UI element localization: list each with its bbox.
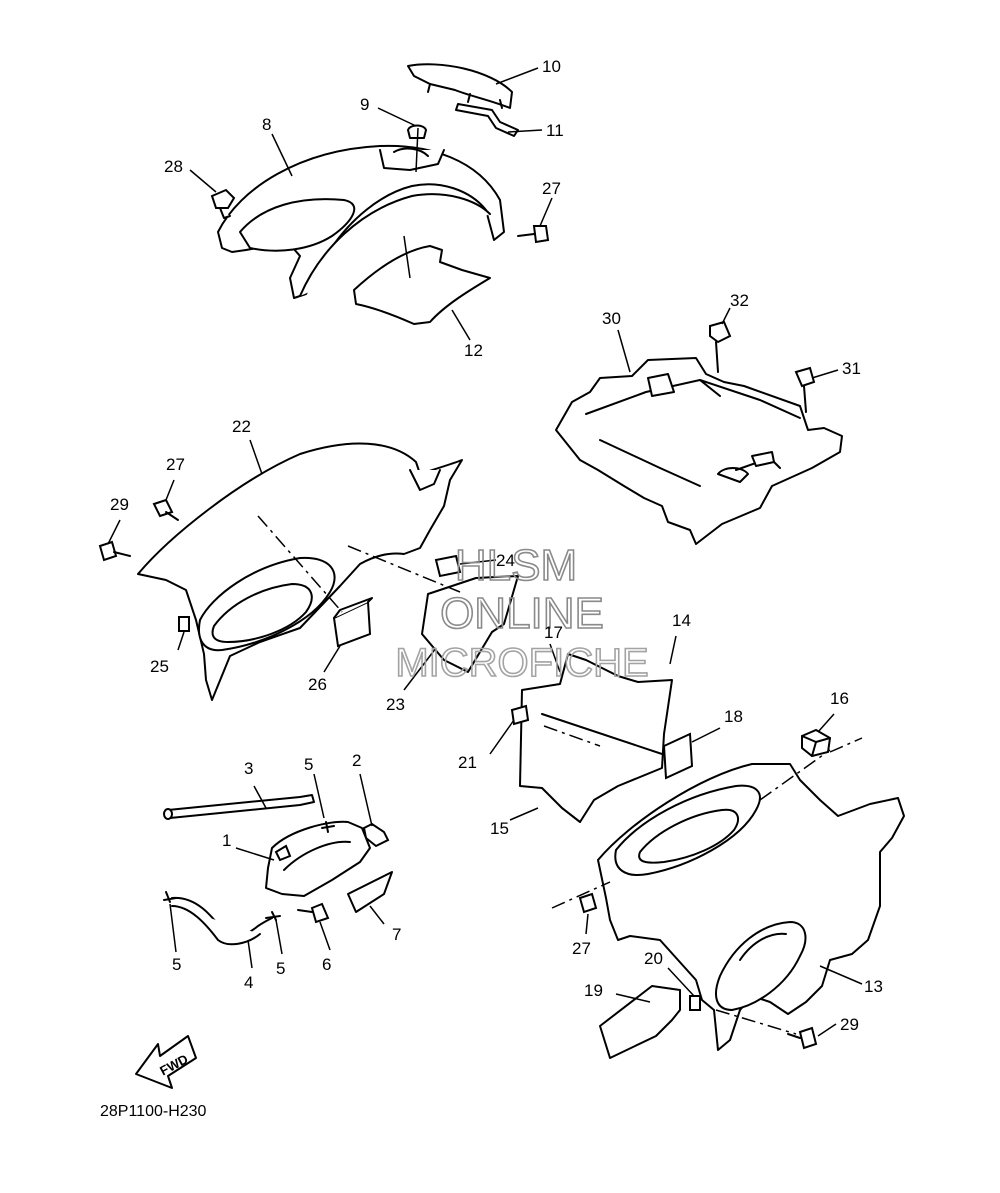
callout-30: 30	[602, 309, 621, 328]
callout-19: 19	[584, 981, 603, 1000]
callout-28: 28	[164, 157, 183, 176]
part-29-bolt-low	[787, 1026, 818, 1050]
watermark-line-2: ONLINE	[440, 589, 604, 638]
part-17-strip	[541, 713, 669, 757]
watermark-line-1: HLSM	[455, 541, 577, 590]
callout-6: 6	[322, 955, 331, 974]
part-25-nut	[178, 616, 190, 632]
part-21-pad	[510, 704, 530, 726]
part-27-screw-low	[578, 892, 598, 914]
callout-7: 7	[392, 925, 401, 944]
callout-2: 2	[352, 751, 361, 770]
part-3-rod	[163, 794, 315, 820]
watermark-line-3: MICROFICHE	[395, 641, 648, 685]
callout-16: 16	[830, 689, 849, 708]
callout-18: 18	[724, 707, 743, 726]
callout-5-mid: 5	[276, 959, 285, 978]
part-14-cover-panel	[519, 653, 673, 823]
part-16-cube	[801, 728, 832, 758]
callout-4: 4	[244, 973, 253, 992]
part-24-pad	[434, 554, 462, 578]
part-32-clip	[709, 320, 732, 373]
part-30-tray	[555, 357, 843, 545]
watermark: HLSM ONLINE MICROFICHE	[395, 540, 650, 686]
callout-29-low: 29	[840, 1015, 859, 1034]
part-19-mat	[599, 985, 681, 1059]
callout-24: 24	[496, 551, 515, 570]
callout-10: 10	[542, 57, 561, 76]
part-26-damper	[332, 597, 373, 648]
callout-23: 23	[386, 695, 405, 714]
callout-31: 31	[842, 359, 861, 378]
part-22-side-cover	[137, 442, 463, 701]
part-18-damper	[662, 732, 694, 780]
callout-32: 32	[730, 291, 749, 310]
callout-9: 9	[360, 95, 369, 114]
callout-8: 8	[262, 115, 271, 134]
part-7-plate	[347, 871, 393, 913]
callout-27-mid: 27	[166, 455, 185, 474]
part-29-bolt-mid	[98, 540, 131, 562]
callout-21: 21	[458, 753, 477, 772]
callout-27-low: 27	[572, 939, 591, 958]
part-1-tank	[265, 820, 371, 897]
part-10-cover	[407, 63, 513, 109]
part-23-mat	[421, 575, 519, 673]
part-28-screw	[210, 188, 236, 219]
callout-5-left: 5	[172, 955, 181, 974]
callout-22: 22	[232, 417, 251, 436]
leader-lines	[107, 67, 863, 1037]
part-15-mat	[561, 807, 581, 823]
part-13-side-cover	[597, 763, 905, 1051]
callout-29-mid: 29	[110, 495, 129, 514]
callout-26: 26	[308, 675, 327, 694]
fwd-arrow: FWD	[135, 1035, 197, 1089]
callout-5-top: 5	[304, 755, 313, 774]
callout-labels: 10 9 11 8 28 27 12 32 30 31 22 27 29 24 …	[110, 57, 883, 1034]
part-5-clamps	[163, 821, 335, 921]
callout-27-top: 27	[542, 179, 561, 198]
part-27-screw-top	[517, 225, 550, 244]
callout-3: 3	[244, 759, 253, 778]
callout-20: 20	[644, 949, 663, 968]
part-31-screw	[794, 366, 816, 413]
diagram-code: 28P1100-H230	[100, 1103, 207, 1120]
callout-14: 14	[672, 611, 691, 630]
part-11-bracket	[455, 103, 519, 137]
part-4-hose	[171, 896, 273, 946]
callout-13: 13	[864, 977, 883, 996]
callout-25: 25	[150, 657, 169, 676]
callout-15: 15	[490, 819, 509, 838]
part-27-screw-mid	[152, 498, 179, 521]
callout-11: 11	[546, 121, 564, 140]
callout-1: 1	[222, 831, 231, 850]
part-12-mat	[353, 245, 491, 325]
callout-17: 17	[544, 623, 563, 642]
part-8-rear-fender	[217, 144, 505, 299]
part-20-nut	[689, 995, 701, 1011]
callout-12: 12	[464, 341, 483, 360]
part-6-bolt	[297, 902, 330, 924]
part-9-grommet	[407, 124, 427, 139]
